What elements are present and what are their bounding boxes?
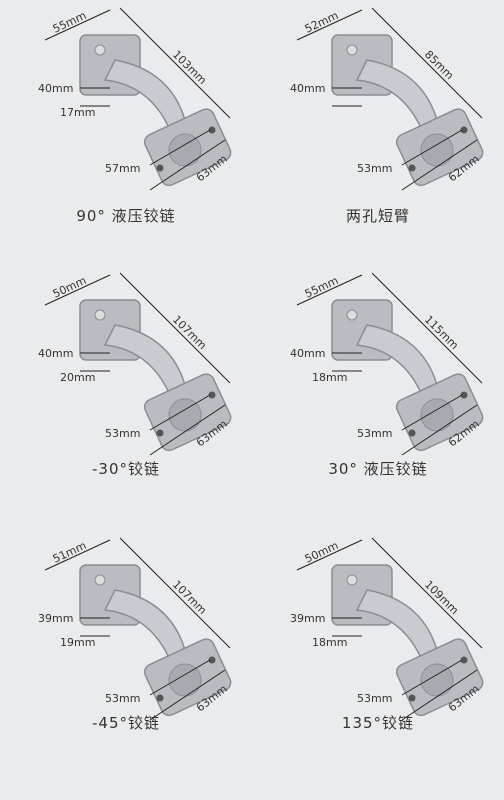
caption-135: 135°铰链	[341, 714, 415, 732]
dim-label-hole-spacing: 18mm	[312, 371, 347, 384]
dim-label-cup-spacing: 57mm	[105, 162, 140, 175]
dim-label-hole-spacing: 19mm	[60, 636, 95, 649]
hinge-cup	[168, 398, 202, 432]
dim-label-cup-spacing: 53mm	[357, 427, 392, 440]
dim-label-plate-height: 40mm	[38, 82, 73, 95]
dim-label-cup-spacing: 53mm	[357, 162, 392, 175]
dim-label-plate-height: 39mm	[38, 612, 73, 625]
dim-label-cup-spacing: 53mm	[105, 427, 140, 440]
hinge-cup	[420, 398, 454, 432]
hinge-cup	[420, 663, 454, 697]
dim-label-diagonal: 103mm	[170, 48, 209, 87]
dim-label-width: 55mm	[51, 9, 89, 36]
dim-label-hole-spacing: 17mm	[60, 106, 95, 119]
dim-label-cup-spacing: 53mm	[357, 692, 392, 705]
dim-label-hole-spacing: 20mm	[60, 371, 95, 384]
hinge-cup	[168, 663, 202, 697]
dim-label-width: 50mm	[51, 274, 89, 301]
dim-label-width: 51mm	[51, 539, 89, 566]
hinge-cup	[168, 133, 202, 167]
caption-minus45: -45°铰链	[92, 714, 160, 732]
dim-label-width: 52mm	[303, 9, 341, 36]
dim-label-width: 55mm	[303, 274, 341, 301]
dim-label-cup-spacing: 53mm	[105, 692, 140, 705]
dim-label-diagonal: 107mm	[170, 578, 209, 617]
dim-label-diagonal: 107mm	[170, 313, 209, 352]
hinge-cup	[420, 133, 454, 167]
caption-minus30: -30°铰链	[92, 460, 160, 478]
dim-label-plate-height: 40mm	[38, 347, 73, 360]
dim-label-diagonal: 85mm	[422, 48, 456, 82]
dim-label-diagonal: 109mm	[422, 578, 461, 617]
dim-label-plate-height: 40mm	[290, 347, 325, 360]
dim-label-plate-height: 39mm	[290, 612, 325, 625]
dim-label-width: 50mm	[303, 539, 341, 566]
dim-label-hole-spacing: 18mm	[312, 636, 347, 649]
caption-30-hydraulic: 30° 液压铰链	[328, 460, 428, 478]
caption-two-hole-short-arm: 两孔短臂	[345, 207, 410, 225]
dim-label-diagonal: 115mm	[422, 313, 461, 352]
dim-label-plate-height: 40mm	[290, 82, 325, 95]
caption-90-hydraulic: 90° 液压铰链	[76, 207, 176, 225]
